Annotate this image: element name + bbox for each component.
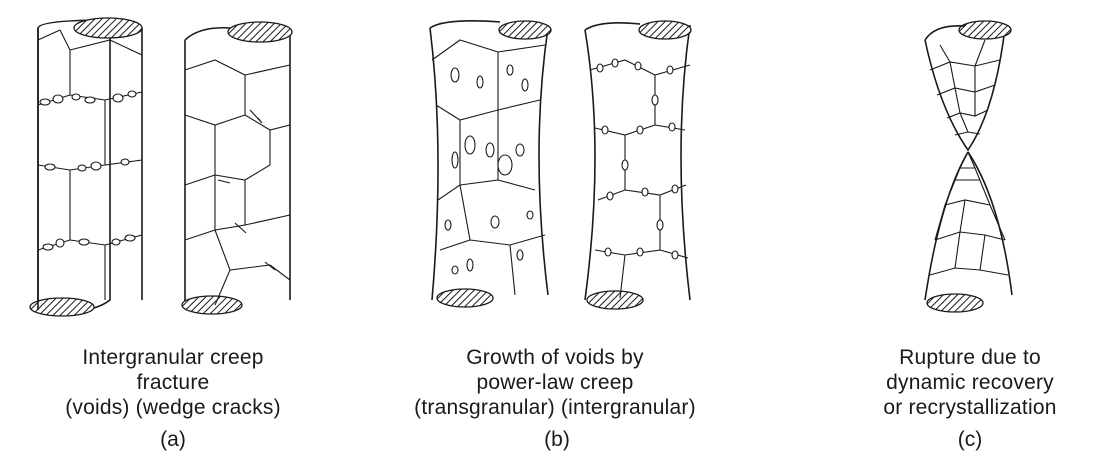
caption-a: Intergranular creep fracture (voids) (we… <box>28 345 318 420</box>
specimen-transgranular <box>430 21 551 307</box>
caption-c-line-2: dynamic recovery <box>860 370 1080 395</box>
caption-b-line-1: Growth of voids by <box>405 345 705 370</box>
caption-b-line-3: (transgranular) (intergranular) <box>405 395 705 420</box>
caption-b: Growth of voids by power-law creep (tran… <box>405 345 705 420</box>
panel-b-figure <box>430 21 691 309</box>
specimen-necked-rupture <box>925 21 1012 312</box>
panel-label-b: (b) <box>527 428 587 452</box>
caption-c-line-3: or recrystallization <box>860 395 1080 420</box>
specimen-voids <box>30 18 142 316</box>
panel-label-c: (c) <box>940 428 1000 452</box>
panel-label-a: (a) <box>143 428 203 452</box>
caption-c: Rupture due to dynamic recovery or recry… <box>860 345 1080 420</box>
caption-c-line-1: Rupture due to <box>860 345 1080 370</box>
caption-b-line-2: power-law creep <box>405 370 705 395</box>
panel-a-figure <box>30 18 292 316</box>
void-row <box>40 91 136 250</box>
caption-a-line-2: fracture <box>28 370 318 395</box>
specimen-intergranular <box>585 21 691 309</box>
panel-c-figure <box>925 21 1012 312</box>
caption-a-line-1: Intergranular creep <box>28 345 318 370</box>
caption-a-line-3: (voids) (wedge cracks) <box>28 395 318 420</box>
specimen-wedge-cracks <box>182 22 292 314</box>
